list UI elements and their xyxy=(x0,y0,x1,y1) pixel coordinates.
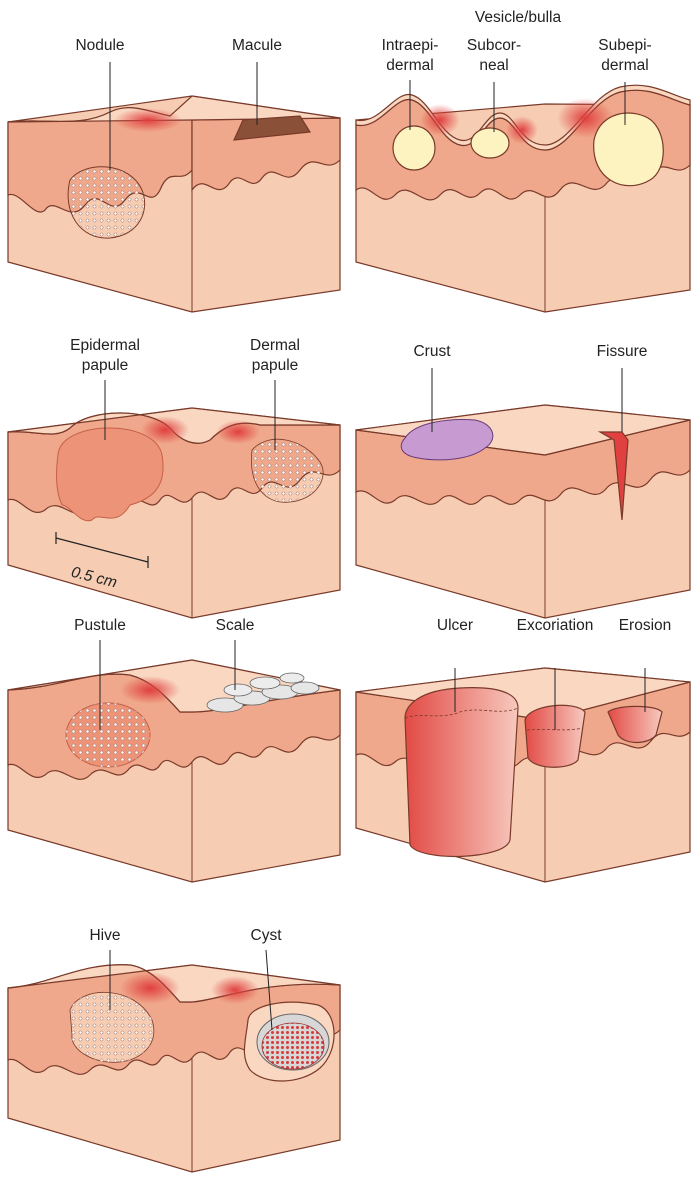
ulcer xyxy=(405,688,518,857)
pustule xyxy=(66,703,150,767)
panel-nodule-macule: Nodule Macule xyxy=(8,37,340,312)
subepidermal-bulla xyxy=(594,113,664,186)
nodule-label: Nodule xyxy=(75,37,124,54)
epidermal-papule-label-1: Epidermal xyxy=(70,337,140,354)
cyst xyxy=(262,1023,324,1069)
intraepidermal-label-2: dermal xyxy=(386,57,433,74)
panel-vesicle-bulla: Vesicle/bulla Intraepi- dermal Subcor- n… xyxy=(356,9,690,312)
panel-hive-cyst: Hive Cyst xyxy=(8,927,340,1172)
fissure-label: Fissure xyxy=(597,343,648,360)
subepidermal-label-2: dermal xyxy=(601,57,648,74)
hive-label: Hive xyxy=(89,927,120,944)
dermal-papule-label-2: papule xyxy=(252,357,299,374)
cyst-label: Cyst xyxy=(251,927,283,944)
panel-ulcer-excoriation-erosion: Ulcer Excoriation Erosion xyxy=(356,617,690,882)
intraepidermal-label-1: Intraepi- xyxy=(382,37,439,54)
panel-crust-fissure: Crust Fissure xyxy=(356,343,690,618)
pustule-label: Pustule xyxy=(74,617,126,634)
subepidermal-label-1: Subepi- xyxy=(598,37,651,54)
scale-label: Scale xyxy=(216,617,255,634)
epidermal-papule-label-2: papule xyxy=(82,357,129,374)
intraepidermal-vesicle xyxy=(393,126,435,170)
crust-label: Crust xyxy=(413,343,451,360)
macule-label: Macule xyxy=(232,37,282,54)
vesicle-bulla-title: Vesicle/bulla xyxy=(475,9,562,26)
erosion-label: Erosion xyxy=(619,617,672,634)
subcorneal-label-2: neal xyxy=(479,57,508,74)
dermal-papule-label-1: Dermal xyxy=(250,337,300,354)
panel-papules: Epidermal papule Dermal papule 0.5 cm xyxy=(8,337,340,618)
subcorneal-vesicle xyxy=(471,128,509,158)
ulcer-label: Ulcer xyxy=(437,617,473,634)
excoriation-label: Excoriation xyxy=(517,617,594,634)
panel-pustule-scale: Pustule Scale xyxy=(8,617,340,882)
subcorneal-label-1: Subcor- xyxy=(467,37,521,54)
